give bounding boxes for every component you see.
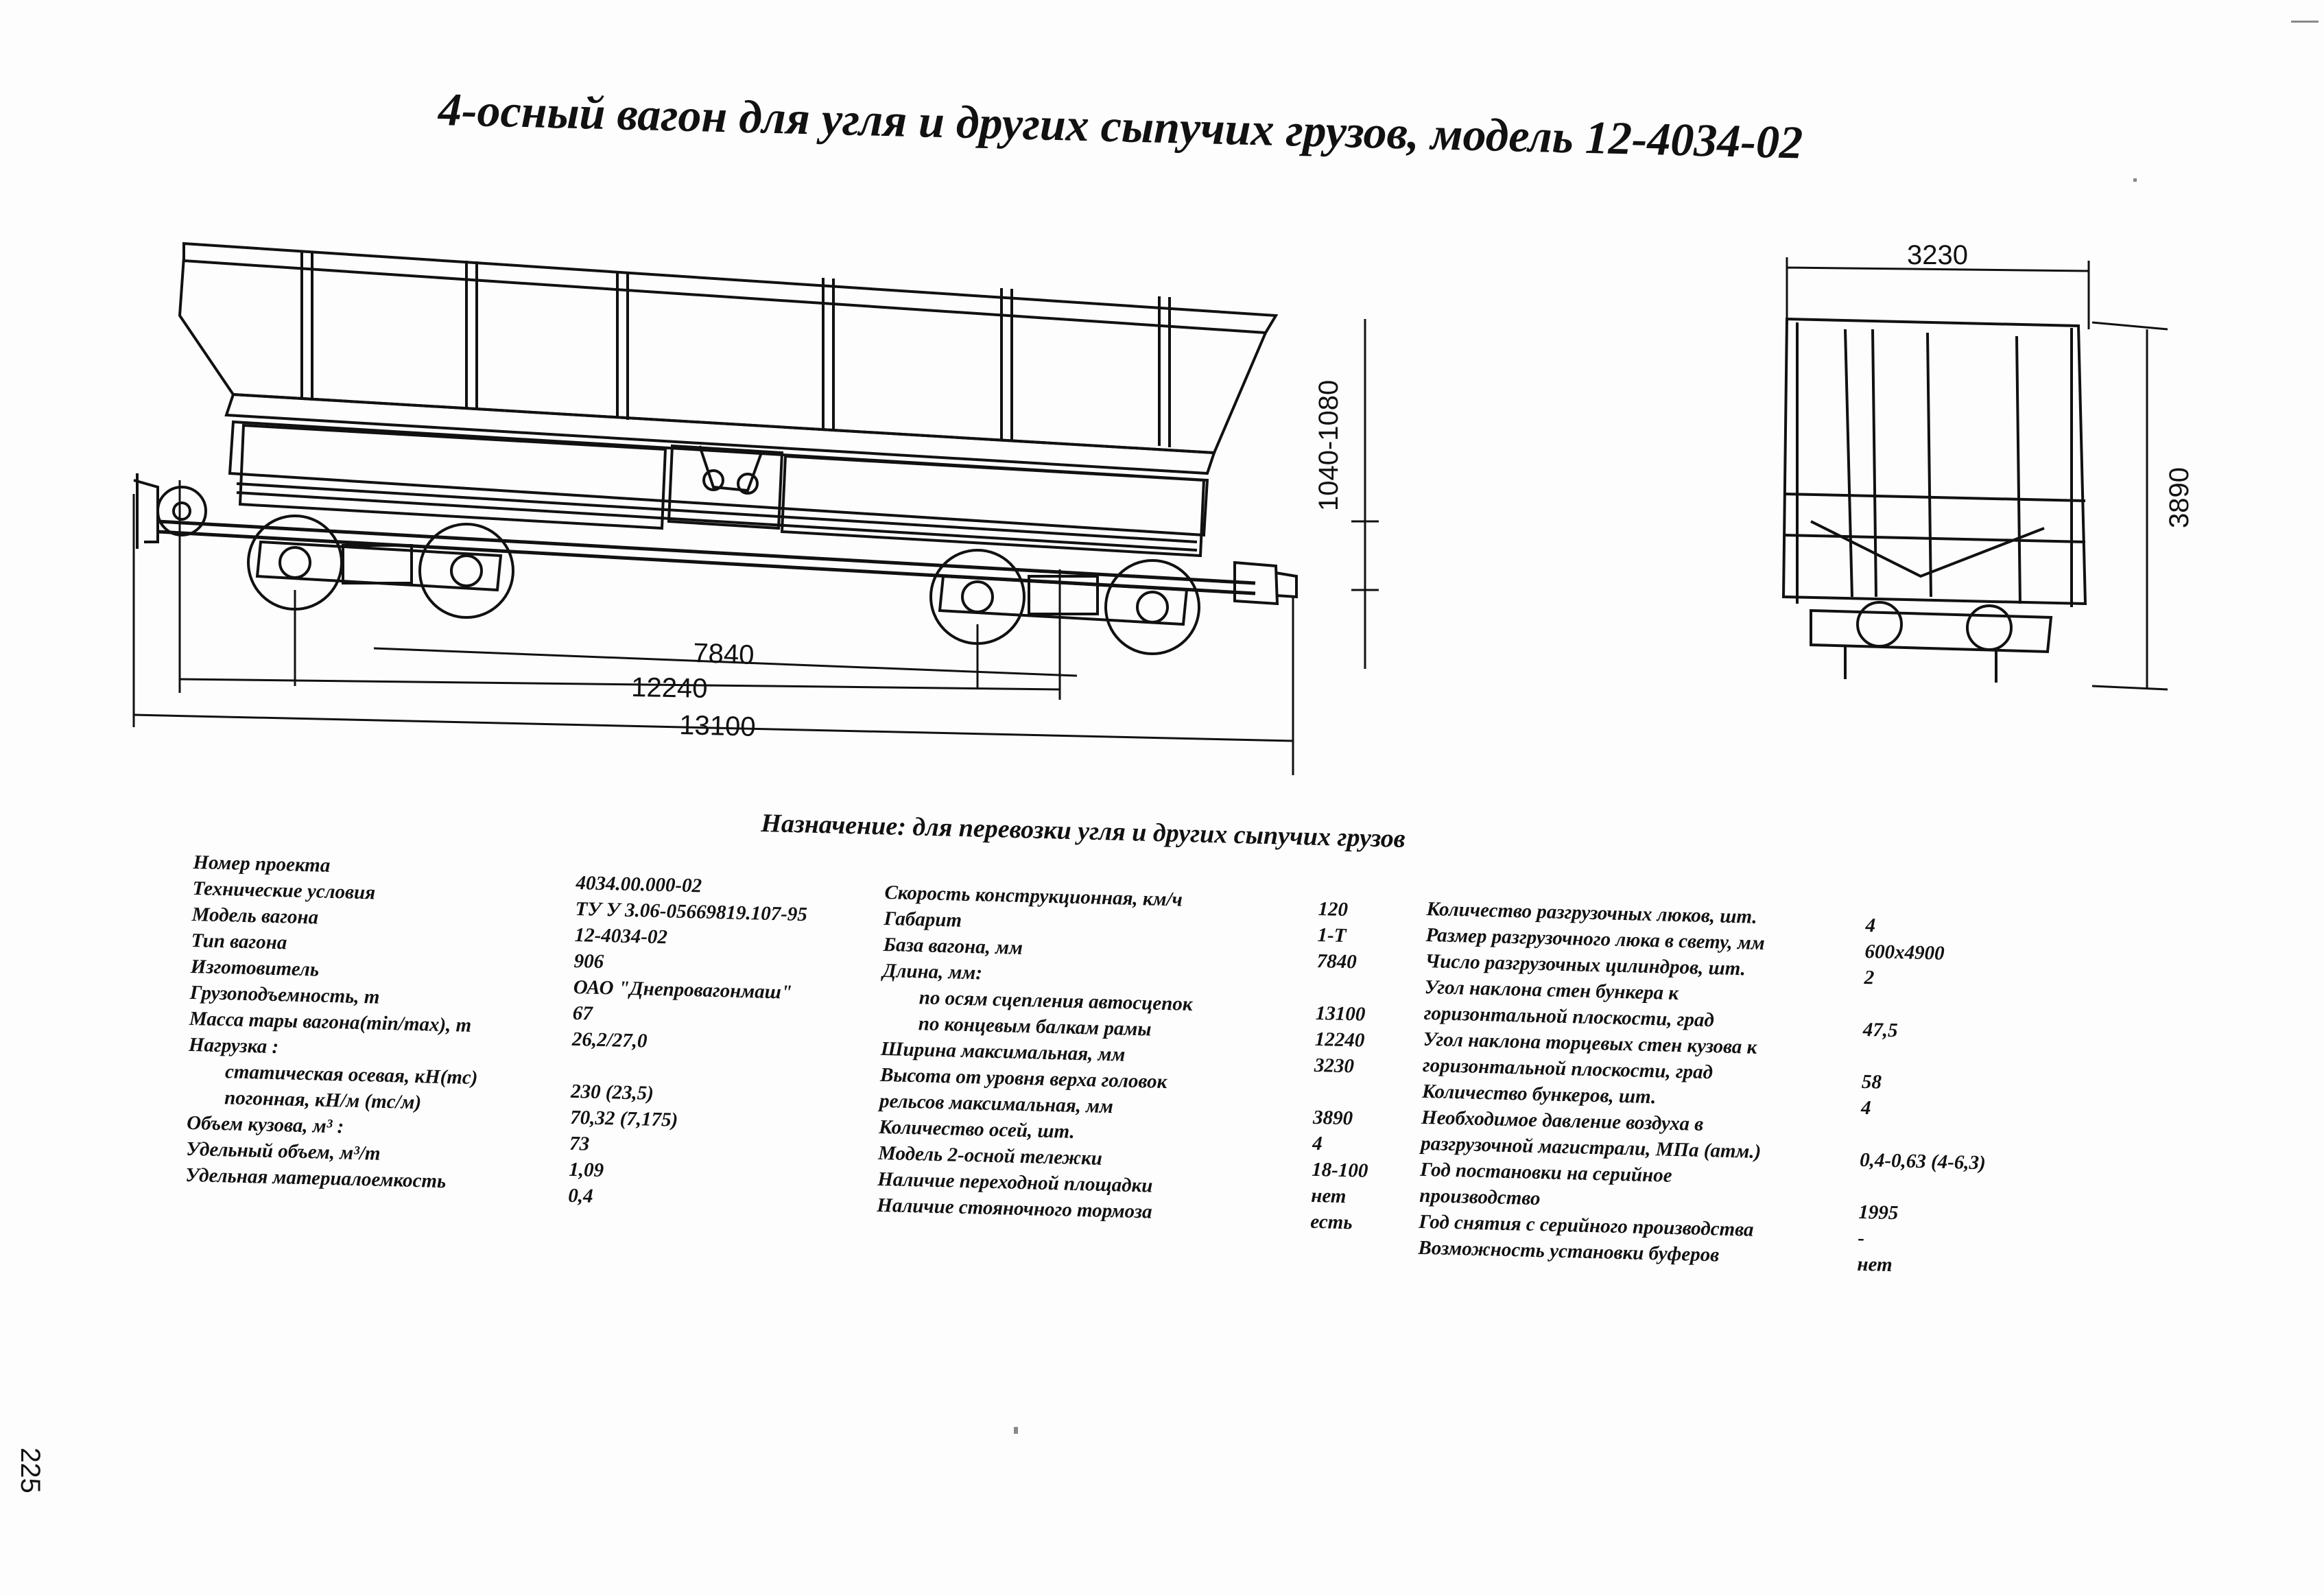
spec-value: 2: [1864, 966, 1875, 989]
hopper-body-side: [178, 241, 1279, 558]
spec-value: 58: [1861, 1070, 1882, 1094]
spec-value: [1860, 1121, 1987, 1150]
spec-value: 18-100: [1311, 1158, 1368, 1182]
spec-values-col1: 4034.00.000-02 ТУ У 3.06-05669819.107-95…: [568, 870, 808, 1214]
spec-value: 3890: [1312, 1106, 1353, 1130]
dimension-lines-end: [1786, 257, 2168, 691]
spec-value: 0,4: [568, 1184, 594, 1207]
spec-value: -: [1858, 1227, 1865, 1250]
dim-height-coupler: 1040-1080: [1314, 380, 1344, 511]
dim-frame-length: 12240: [631, 672, 708, 704]
coupler-right: [1233, 560, 1298, 606]
dimension-lines-side: [132, 319, 1379, 775]
spec-labels-col1: Номер проекта Технические условия Модель…: [185, 849, 483, 1195]
spec-value: 1995: [1858, 1201, 1899, 1225]
spec-values-col3: 4 600х4900 2 47,5 58 4 0,4-0,63 (4-6,3) …: [1857, 912, 1992, 1280]
page-number: 225: [15, 1448, 45, 1493]
dim-coupler-length: 13100: [679, 710, 756, 742]
spec-value: 4: [1860, 1096, 1871, 1120]
scan-speck: [2291, 21, 2319, 23]
spec-value: есть: [1310, 1210, 1353, 1234]
spec-labels-col3: Количество разгрузочных люков, шт. Разме…: [1418, 896, 1767, 1269]
spec-value: нет: [1310, 1184, 1347, 1208]
dim-width: 3230: [1907, 240, 1968, 270]
coupler-left: [133, 473, 207, 549]
spec-value: [1859, 1173, 1986, 1202]
dim-wheelbase: 7840: [693, 638, 755, 670]
spec-value: нет: [1857, 1253, 1893, 1277]
spec-value: 13100: [1315, 1002, 1366, 1026]
scan-speck: [2133, 178, 2137, 182]
spec-value: 600х4900: [1864, 940, 1945, 965]
spec-values-col2: 120 1-Т 7840 13100 12240 3230 3890 4 18-…: [1310, 896, 1375, 1236]
spec-value: 120: [1318, 897, 1349, 921]
spec-value: [1314, 1078, 1371, 1106]
spec-value: 1-Т: [1317, 923, 1347, 947]
spec-value: 4: [1865, 914, 1876, 937]
spec-value: 4: [1312, 1132, 1323, 1155]
spec-value: 7840: [1316, 949, 1357, 973]
scan-speck: [1014, 1427, 1018, 1434]
bogie-left: [247, 515, 514, 619]
end-view: [1781, 317, 2087, 683]
purpose-line: Назначение: для перевозки угля и других …: [760, 808, 1406, 853]
spec-value: 47,5: [1862, 1018, 1898, 1042]
spec-value: [1862, 1043, 1989, 1072]
spec-value: 3230: [1314, 1054, 1355, 1078]
dim-height: 3890: [2164, 467, 2194, 528]
spec-value: 12240: [1314, 1028, 1365, 1052]
spec-value: 0,4-0,63 (4-6,3): [1859, 1148, 1987, 1174]
technical-drawing: 1040-1080 7840 12240 13100 3230 3890: [132, 240, 2194, 775]
spec-value: [1316, 974, 1373, 1002]
spec-labels-col2: Скорость конструкционная, км/ч Габарит Б…: [877, 879, 1196, 1226]
spec-value: [1863, 991, 1990, 1019]
